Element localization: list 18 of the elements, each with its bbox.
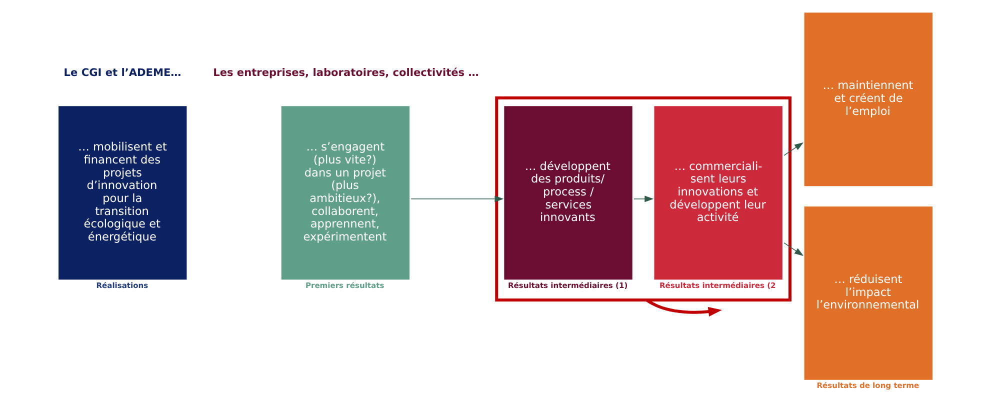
arrow <box>784 142 804 156</box>
node-box: … s’engagent (plus vite?) dans un projet (plus ambitieux?), collaborent, apprennent, expérimentent <box>281 106 410 280</box>
node-box: … réduisent l’impact l’environnemental <box>804 206 932 380</box>
label: Le CGI et l’ADEME… <box>64 66 182 79</box>
node-box: … commerciali- sent leurs innovations et développent leur activité <box>654 106 782 280</box>
node-box: … mobilisent et financent des projets d’innovation pour la transition écologique et énergétique <box>58 106 187 280</box>
node-label: Résultats intermédiaires (2 <box>660 280 776 290</box>
node-label: Résultats intermédiaires (1) <box>508 280 628 290</box>
node-label: Premiers résultats <box>305 280 384 290</box>
arrow <box>646 298 722 316</box>
label: Les entreprises, laboratoires, collectivités … <box>213 66 479 79</box>
node-box: … maintiennent et créent de l’emploi <box>804 12 932 186</box>
arrow <box>784 242 804 256</box>
node-label: Réalisations <box>96 280 148 290</box>
arrow <box>634 196 654 202</box>
arrow <box>410 196 504 202</box>
node-label: Résultats de long terme <box>816 381 920 390</box>
node-box: … développent des produits/ process / services innovants <box>504 106 632 280</box>
